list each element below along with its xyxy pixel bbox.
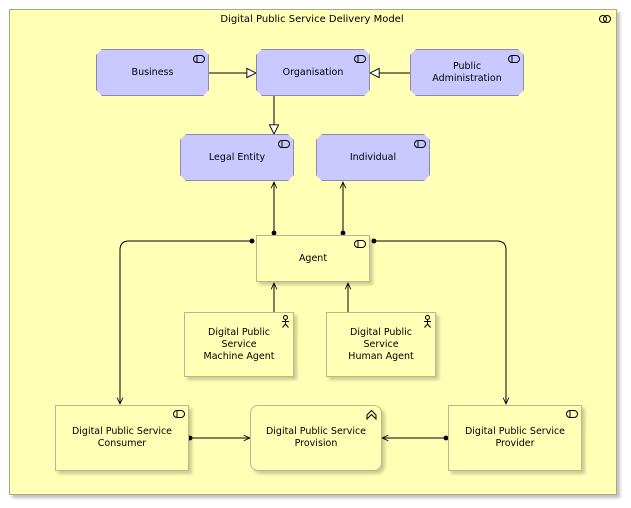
- node-machine-agent-label: Digital Public Service Machine Agent: [203, 326, 275, 362]
- node-human-agent-label: Digital Public Service Human Agent: [348, 326, 414, 362]
- node-organisation-label: Organisation: [282, 66, 344, 78]
- node-human-agent[interactable]: Digital Public Service Human Agent: [326, 312, 436, 377]
- legal-entity-role-icon: [278, 140, 290, 148]
- node-legal-entity-label: Legal Entity: [208, 151, 266, 163]
- node-provider-label: Digital Public Service Provider: [464, 426, 566, 449]
- human-agent-actor-icon: [424, 315, 431, 328]
- node-public-administration-label: Public Administration: [432, 60, 502, 84]
- node-consumer[interactable]: Digital Public Service Consumer: [55, 405, 189, 471]
- diagram-title: Digital Public Service Delivery Model: [220, 14, 404, 25]
- node-legal-entity[interactable]: Legal Entity: [180, 134, 294, 181]
- grouping-icon: [599, 15, 611, 23]
- edge-agent-provider: [374, 241, 506, 404]
- node-provision[interactable]: Digital Public Service Provision: [250, 405, 382, 471]
- provision-service-icon: [366, 409, 377, 420]
- node-agent-label: Agent: [298, 252, 328, 264]
- organisation-role-icon: [354, 55, 366, 63]
- node-public-administration[interactable]: Public Administration: [410, 49, 524, 96]
- node-business-label: Business: [131, 66, 174, 78]
- node-consumer-label: Digital Public Service Consumer: [71, 426, 173, 449]
- individual-role-icon: [414, 140, 426, 148]
- node-business[interactable]: Business: [96, 49, 209, 96]
- provider-role-icon: [566, 410, 578, 418]
- consumer-role-icon: [173, 410, 185, 418]
- node-provision-label: Digital Public Service Provision: [265, 426, 367, 449]
- node-organisation[interactable]: Organisation: [256, 49, 370, 96]
- machine-agent-actor-icon: [282, 315, 289, 328]
- edge-agent-consumer: [120, 241, 252, 404]
- node-machine-agent[interactable]: Digital Public Service Machine Agent: [184, 312, 294, 377]
- node-agent[interactable]: Agent: [256, 235, 370, 282]
- agent-role-icon: [354, 240, 366, 248]
- node-individual[interactable]: Individual: [316, 134, 430, 181]
- node-provider[interactable]: Digital Public Service Provider: [448, 405, 582, 471]
- business-role-icon: [193, 55, 205, 63]
- node-individual-label: Individual: [349, 151, 397, 163]
- public-administration-role-icon: [508, 55, 520, 63]
